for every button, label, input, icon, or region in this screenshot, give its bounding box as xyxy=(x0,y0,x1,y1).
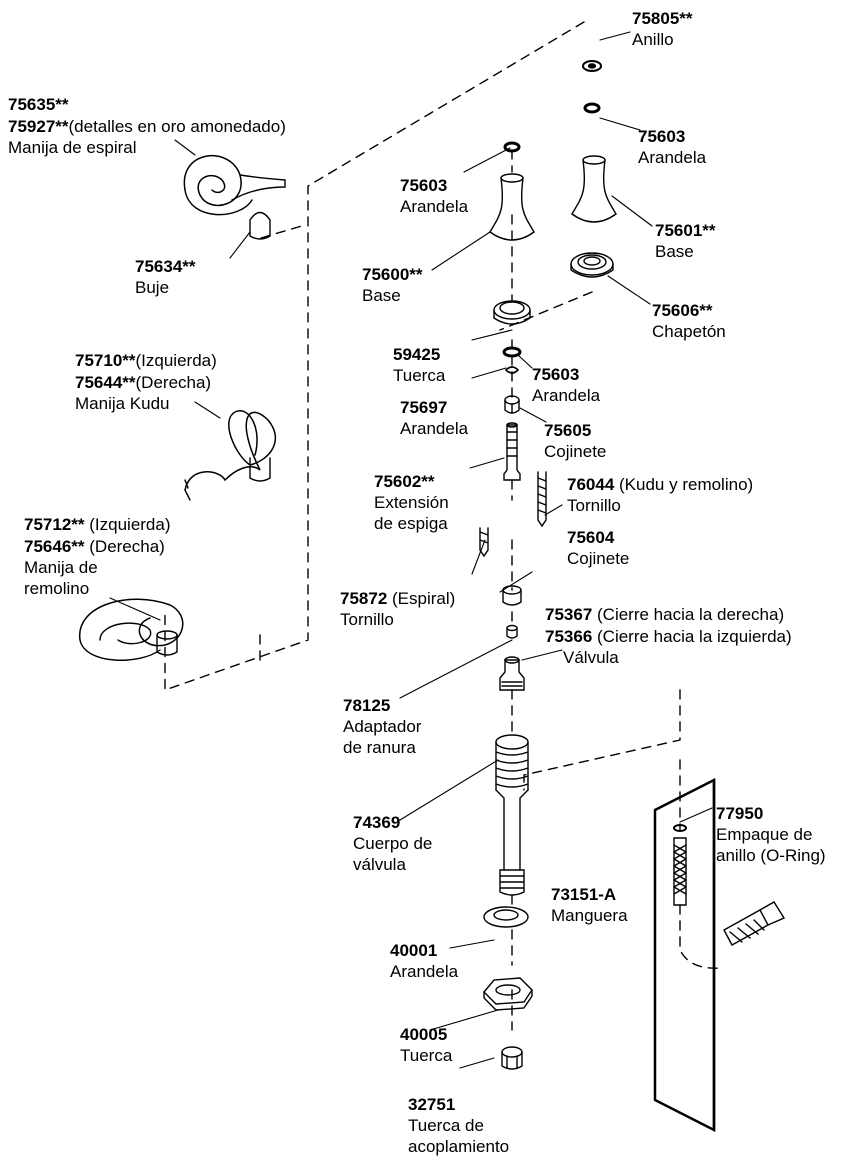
label-75712: 75712** (Izquierda) xyxy=(24,515,171,534)
label-75805: 75805**Anillo xyxy=(632,9,693,49)
ring-75805 xyxy=(582,60,602,72)
stem-extension-75602 xyxy=(503,422,521,481)
label-75601: 75601**Base xyxy=(655,221,716,261)
label-75606: 75606**Chapetón xyxy=(652,301,726,341)
nut-40005 xyxy=(483,977,533,1011)
nut-59425 xyxy=(493,300,531,325)
kudu-handle xyxy=(184,410,277,501)
hose-73151-a xyxy=(673,837,786,946)
swirl-handle xyxy=(79,598,184,661)
screw-76044 xyxy=(537,471,547,528)
washer-40001 xyxy=(483,906,529,928)
label-76044: 76044 (Kudu y remolino)Tornillo xyxy=(567,475,754,515)
escutcheon-75606 xyxy=(570,252,614,278)
label-75634: 75634**Buje xyxy=(135,257,196,297)
coupling-nut-32751 xyxy=(501,1046,523,1070)
label-75927: 75927**(detalles en oro amonedado)Manija… xyxy=(8,117,286,157)
hose-panel xyxy=(653,777,716,1133)
label-75366: 75366 (Cierre hacia la izquierda)Válvula xyxy=(545,627,792,667)
valve-cartridge xyxy=(499,656,525,691)
oring-77950 xyxy=(673,824,687,832)
bearing-75604 xyxy=(502,585,522,606)
label-75644: 75644**(Derecha)Manija Kudu xyxy=(75,373,212,413)
washer-75697 xyxy=(504,366,520,374)
label-75600: 75600**Base xyxy=(362,265,423,305)
label-75635: 75635** xyxy=(8,95,69,114)
washer-75603-c xyxy=(502,346,522,358)
leader-lines xyxy=(109,31,713,1069)
base-75600 xyxy=(489,173,535,241)
base-75601 xyxy=(571,155,617,223)
valve-body-74369 xyxy=(495,734,529,896)
scroll-handle xyxy=(183,154,286,216)
washer-75603-a xyxy=(583,102,601,114)
screw-75872 xyxy=(479,527,489,558)
bushing-75634 xyxy=(249,211,271,240)
bearing-75605 xyxy=(504,395,520,414)
label-75710: 75710**(Izquierda) xyxy=(75,351,217,370)
washer-75603-b xyxy=(503,141,521,153)
label-75872: 75872 (Espiral)Tornillo xyxy=(340,589,456,629)
adapter-78125 xyxy=(506,624,518,639)
label-75367: 75367 (Cierre hacia la derecha) xyxy=(545,605,785,624)
